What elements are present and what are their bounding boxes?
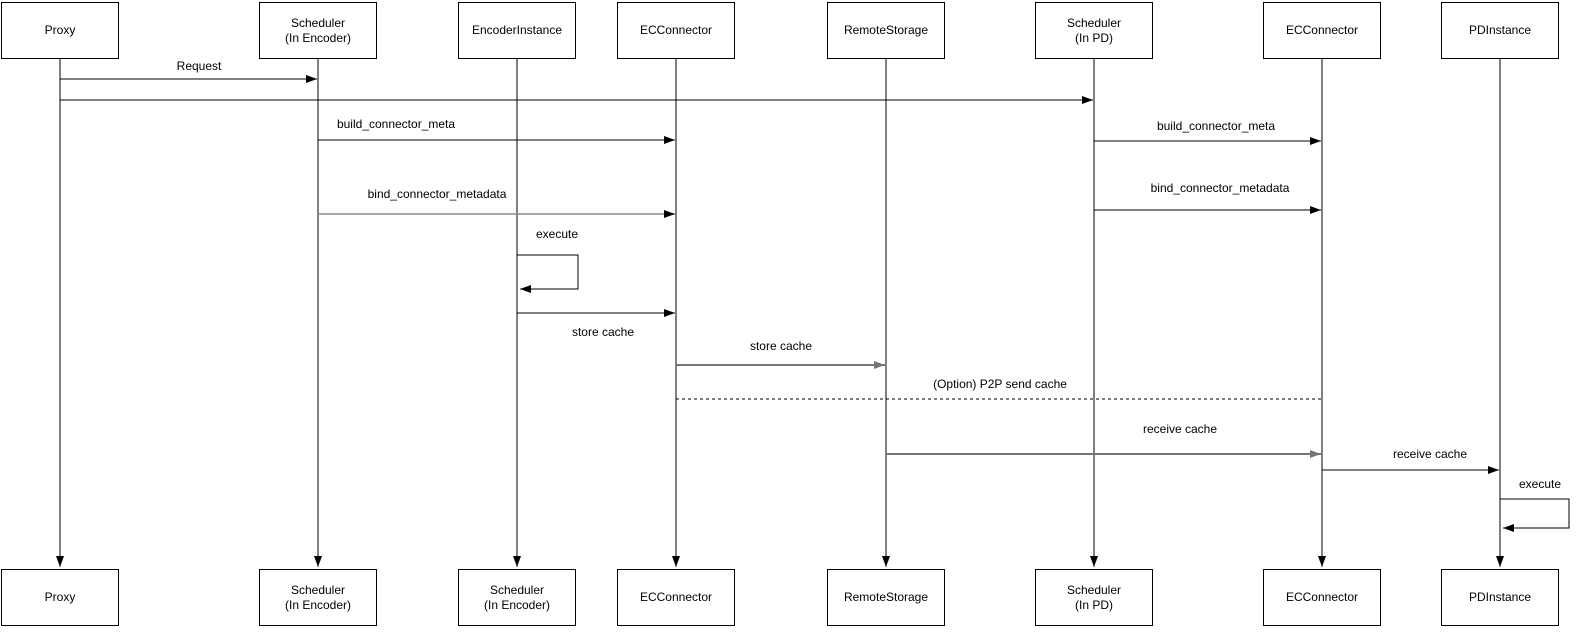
message-label-receive-cache-1: receive cache bbox=[1139, 422, 1221, 436]
message-label-receive-cache-2: receive cache bbox=[1389, 447, 1471, 461]
actor-box-bottom-ecconnector-2: ECConnector bbox=[1263, 569, 1381, 626]
message-self-loop-execute-pd bbox=[1500, 498, 1570, 532]
actor-box-bottom-scheduler-encoder-1: Scheduler (In Encoder) bbox=[259, 569, 377, 626]
message-label-execute-encoder: execute bbox=[532, 227, 582, 241]
actor-box-bottom-ecconnector-1: ECConnector bbox=[617, 569, 735, 626]
actor-box-top-ecconnector-2: ECConnector bbox=[1263, 2, 1381, 59]
actor-box-bottom-scheduler-pd: Scheduler (In PD) bbox=[1035, 569, 1153, 626]
actor-box-bottom-remote-storage: RemoteStorage bbox=[827, 569, 945, 626]
message-label-request: Request bbox=[173, 59, 225, 73]
message-label-build-connector-meta-right: build_connector_meta bbox=[1153, 119, 1279, 133]
message-label-p2p-send-cache: (Option) P2P send cache bbox=[930, 377, 1070, 391]
actor-box-top-proxy: Proxy bbox=[1, 2, 119, 59]
actor-box-bottom-pd-instance: PDInstance bbox=[1441, 569, 1559, 626]
message-self-loop-execute-encoder bbox=[517, 254, 579, 293]
actor-box-top-remote-storage: RemoteStorage bbox=[827, 2, 945, 59]
message-label-store-cache-1: store cache bbox=[568, 325, 638, 339]
message-label-bind-connector-metadata-left: bind_connector_metadata bbox=[364, 187, 510, 201]
actor-box-top-pd-instance: PDInstance bbox=[1441, 2, 1559, 59]
actor-box-top-scheduler-pd: Scheduler (In PD) bbox=[1035, 2, 1153, 59]
actor-box-bottom-scheduler-encoder-2: Scheduler (In Encoder) bbox=[458, 569, 576, 626]
message-label-store-cache-2: store cache bbox=[746, 339, 816, 353]
actor-box-top-encoder-instance: EncoderInstance bbox=[458, 2, 576, 59]
message-label-build-connector-meta-left: build_connector_meta bbox=[333, 117, 459, 131]
actor-box-bottom-proxy: Proxy bbox=[1, 569, 119, 626]
message-label-bind-connector-metadata-right: bind_connector_metadata bbox=[1147, 181, 1293, 195]
actor-box-top-scheduler-encoder: Scheduler (In Encoder) bbox=[259, 2, 377, 59]
message-label-execute-pd: execute bbox=[1515, 477, 1565, 491]
actor-box-top-ecconnector-1: ECConnector bbox=[617, 2, 735, 59]
